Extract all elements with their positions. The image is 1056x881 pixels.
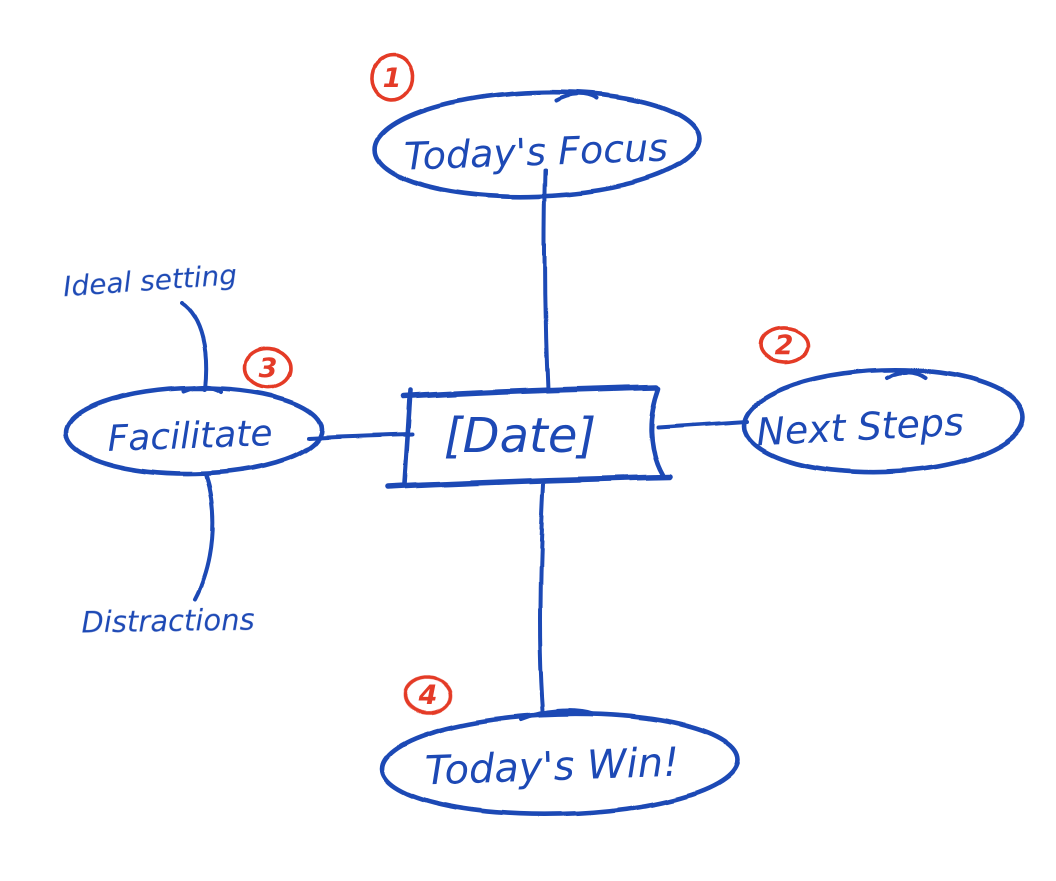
ink-layer [63, 89, 1026, 817]
order-circle-4 [403, 675, 453, 715]
date-box-bottom-edge [385, 474, 673, 490]
node-todays-focus-label: Today's Focus [403, 125, 668, 178]
branch-ideal-setting-label: Ideal setting [62, 258, 238, 303]
node-facilitate-label: Facilitate [107, 413, 273, 460]
label-layer: 1 2 3 4 Today's Focus Next Steps Facilit… [62, 63, 965, 794]
order-circle-3 [243, 347, 293, 389]
order-number-4: 4 [418, 680, 438, 711]
connector-top-line [542, 168, 550, 392]
node-next-steps-outline [742, 367, 1026, 475]
date-box-top-edge [401, 384, 660, 400]
order-circle-1 [370, 54, 414, 102]
order-number-2: 2 [775, 330, 794, 361]
node-todays-focus-outline [372, 89, 702, 199]
node-todays-win-pen-overlap [520, 708, 594, 721]
branch-distractions-label: Distractions [81, 602, 255, 639]
date-box-right-edge [649, 385, 666, 478]
connector-left-line [307, 432, 415, 440]
marker-layer [243, 54, 810, 715]
node-next-steps-pen-overlap [886, 370, 927, 380]
node-todays-win-outline [379, 711, 741, 817]
node-todays-focus-pen-overlap [554, 91, 598, 102]
center-date-label: [Date] [444, 408, 596, 464]
order-number-3: 3 [259, 353, 278, 384]
date-box-left-edge [402, 388, 414, 487]
connector-bottom-line [538, 482, 546, 713]
order-circle-2 [758, 326, 810, 364]
order-number-1: 1 [383, 63, 402, 94]
node-next-steps-label: Next Steps [755, 400, 965, 455]
branch-distractions-line [193, 474, 215, 601]
branch-ideal-setting-line [179, 301, 209, 391]
connector-right-line [656, 419, 750, 429]
node-todays-win-label: Today's Win! [424, 740, 680, 795]
